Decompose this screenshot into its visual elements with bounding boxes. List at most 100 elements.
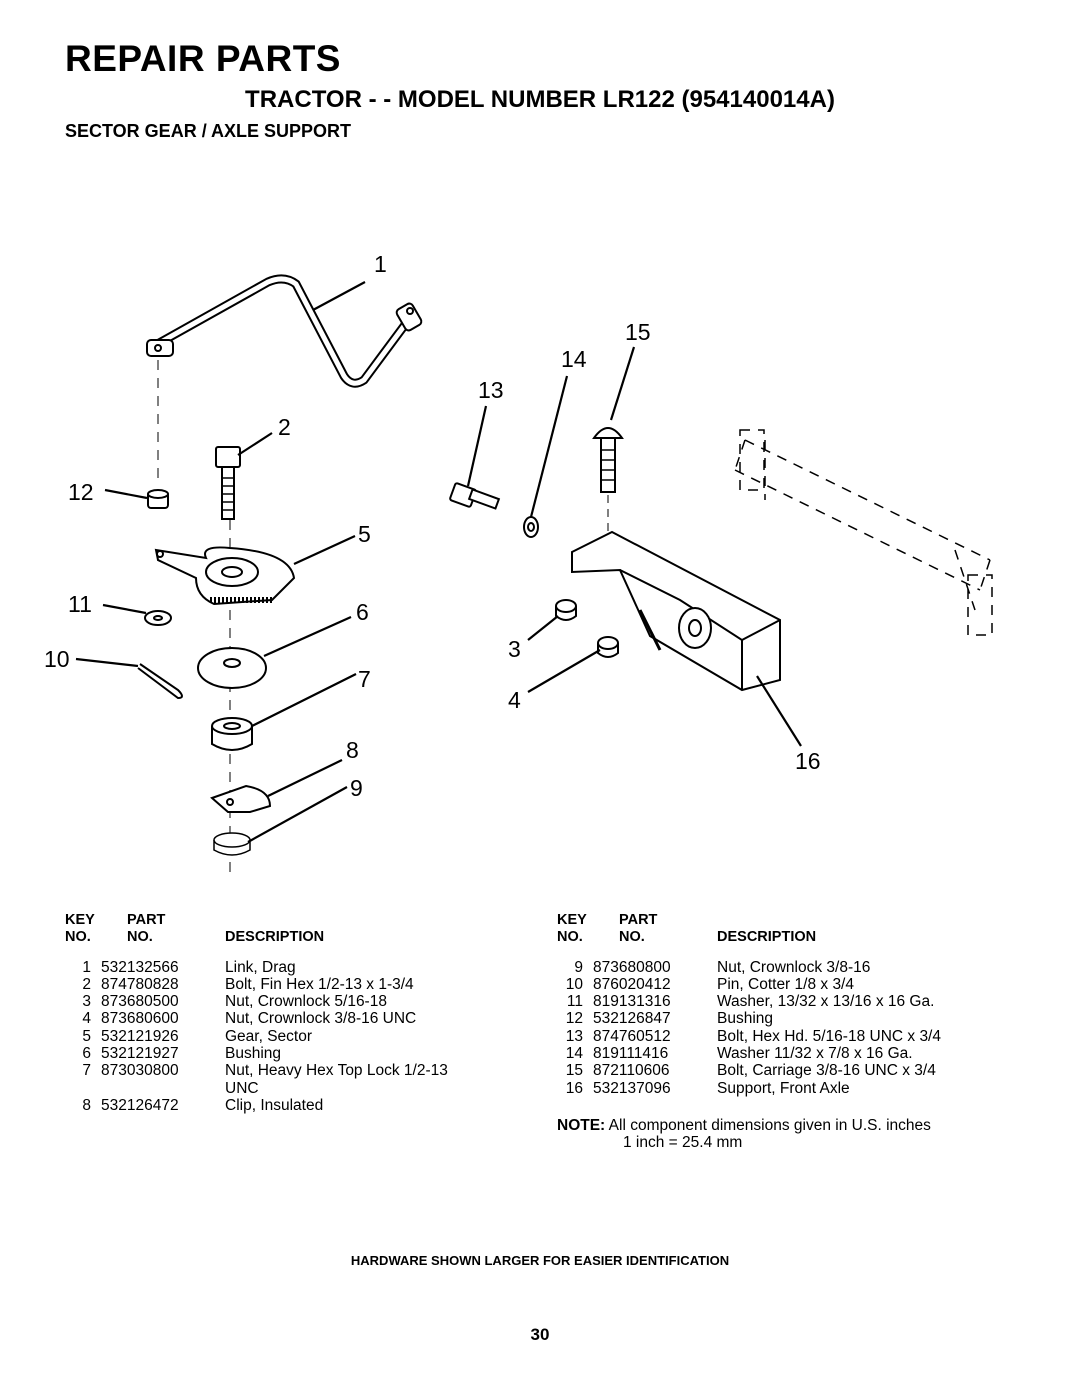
part-no: 819131316 <box>593 993 671 1011</box>
description: Washer 11/32 x 7/8 x 16 Ga. <box>717 1045 913 1063</box>
exploded-parts-diagram: 1 2 3 4 5 6 7 8 9 10 11 12 13 14 15 16 <box>44 251 993 880</box>
insulated-clip <box>210 784 272 813</box>
note-label: NOTE: <box>557 1117 606 1134</box>
description: Nut, Crownlock 5/16-18 <box>225 993 387 1011</box>
parts-row: 14 819111416 Washer 11/32 x 7/8 x 16 Ga. <box>557 1045 1017 1062</box>
parts-row: 13 874760512 Bolt, Hex Hd. 5/16-18 UNC x 3… <box>557 1028 1017 1045</box>
key-no: 3 <box>82 993 91 1011</box>
hdr-description: DESCRIPTION <box>225 929 325 946</box>
hdr-part-r: PART <box>619 912 658 928</box>
part-no: 819111416 <box>593 1045 669 1063</box>
part-no: 532121926 <box>101 1027 179 1045</box>
description: Washer, 13/32 x 13/16 x 16 Ga. <box>717 993 935 1011</box>
callout-14: 14 <box>561 346 587 372</box>
key-no: 1 <box>82 958 91 976</box>
key-no: 13 <box>565 1027 583 1045</box>
parts-row: 6 532121927 Bushing <box>65 1045 505 1062</box>
hdr-key-no: NO. <box>65 929 91 946</box>
parts-row: 3 873680500 Nut, Crownlock 5/16-18 <box>65 993 505 1010</box>
hdr-key: KEY <box>65 912 95 928</box>
part-no: 532126472 <box>101 1096 179 1114</box>
description: Bushing <box>717 1010 774 1028</box>
callout-5: 5 <box>358 521 371 547</box>
part-no: 873030800 <box>101 1062 179 1080</box>
callout-2: 2 <box>278 414 291 440</box>
description: Bolt, Carriage 3/8-16 UNC x 3/4 <box>717 1062 936 1080</box>
hdr-description-r: DESCRIPTION <box>717 929 817 946</box>
page-title: REPAIR PARTS <box>65 38 341 79</box>
flat-washer <box>523 516 539 538</box>
callout-12: 12 <box>68 479 94 505</box>
callout-6: 6 <box>356 599 369 625</box>
key-no: 7 <box>82 1062 91 1080</box>
description: Link, Drag <box>225 958 296 976</box>
part-no: 876020412 <box>593 975 671 993</box>
key-no: 9 <box>574 958 583 976</box>
description: Bolt, Fin Hex 1/2-13 x 1-3/4 <box>225 975 414 993</box>
description: Nut, Crownlock 3/8-16 <box>717 958 871 976</box>
key-no: 10 <box>565 975 583 993</box>
part-no: 532121927 <box>101 1045 179 1063</box>
key-no: 12 <box>565 1010 583 1028</box>
part-no: 874760512 <box>593 1027 671 1045</box>
parts-row: UNC <box>65 1080 505 1097</box>
callout-13: 13 <box>478 377 504 403</box>
cotter-pin <box>137 663 183 700</box>
section-heading: SECTOR GEAR / AXLE SUPPORT <box>65 121 352 141</box>
note-line-1: All component dimensions given in U.S. i… <box>608 1117 931 1134</box>
part-no: 873680800 <box>593 958 671 976</box>
note-line-2: 1 inch = 25.4 mm <box>623 1134 743 1152</box>
callout-11: 11 <box>68 591 92 617</box>
key-no: 2 <box>82 975 91 993</box>
callout-7: 7 <box>358 666 371 692</box>
part-no: 874780828 <box>101 975 179 993</box>
callout-3: 3 <box>508 636 521 662</box>
description: Clip, Insulated <box>225 1096 324 1114</box>
parts-row: 9 873680800 Nut, Crownlock 3/8-16 <box>557 959 1017 976</box>
key-no: 16 <box>565 1079 583 1097</box>
hdr-key-r: KEY <box>557 912 587 928</box>
key-no: 15 <box>565 1062 583 1080</box>
hardware-footnote: HARDWARE SHOWN LARGER FOR EASIER IDENTIF… <box>350 1253 730 1268</box>
description: Bushing <box>225 1045 282 1063</box>
part-no: 532137096 <box>593 1079 671 1097</box>
dimension-note: NOTE: All component dimensions given in … <box>557 1117 931 1152</box>
callout-9: 9 <box>350 775 363 801</box>
part-no: 872110606 <box>593 1062 670 1080</box>
model-subtitle: TRACTOR - - MODEL NUMBER LR122 (95414001… <box>245 86 835 113</box>
description: Pin, Cotter 1/8 x 3/4 <box>717 975 854 993</box>
part-no: 532126847 <box>593 1010 671 1028</box>
key-no: 11 <box>566 993 583 1011</box>
description: Bolt, Hex Hd. 5/16-18 UNC x 3/4 <box>717 1027 941 1045</box>
washer <box>144 610 172 626</box>
key-no: 8 <box>82 1096 91 1114</box>
hdr-key-no-r: NO. <box>557 929 583 946</box>
hdr-part: PART <box>127 912 166 928</box>
front-axle-support <box>571 530 781 692</box>
key-no: 14 <box>565 1045 583 1063</box>
callout-15: 15 <box>625 319 651 345</box>
parts-row: 11 819131316 Washer, 13/32 x 13/16 x 16 Ga… <box>557 993 1017 1010</box>
parts-row: 10 876020412 Pin, Cotter 1/8 x 3/4 <box>557 976 1017 993</box>
parts-row: 2 874780828 Bolt, Fin Hex 1/2-13 x 1-3/4 <box>65 976 505 993</box>
description: Nut, Crownlock 3/8-16 UNC <box>225 1010 417 1028</box>
parts-row: 4 873680600 Nut, Crownlock 3/8-16 UNC <box>65 1010 505 1027</box>
description: Support, Front Axle <box>717 1079 850 1097</box>
parts-row: 8 532126472 Clip, Insulated <box>65 1097 505 1114</box>
part-no: 873680600 <box>101 1010 179 1028</box>
key-no: 4 <box>82 1010 91 1028</box>
parts-row: 15 872110606 Bolt, Carriage 3/8-16 UNC x 3… <box>557 1062 1017 1079</box>
callout-8: 8 <box>346 737 359 763</box>
callout-1: 1 <box>374 251 387 277</box>
key-no: 6 <box>82 1045 91 1063</box>
hdr-part-no: NO. <box>127 929 153 946</box>
callout-4: 4 <box>508 687 521 713</box>
fin-hex-bolt <box>215 446 241 468</box>
parts-row: 16 532137096 Support, Front Axle <box>557 1080 1017 1097</box>
part-no: 873680500 <box>101 993 179 1011</box>
page-number: 30 <box>530 1325 550 1344</box>
